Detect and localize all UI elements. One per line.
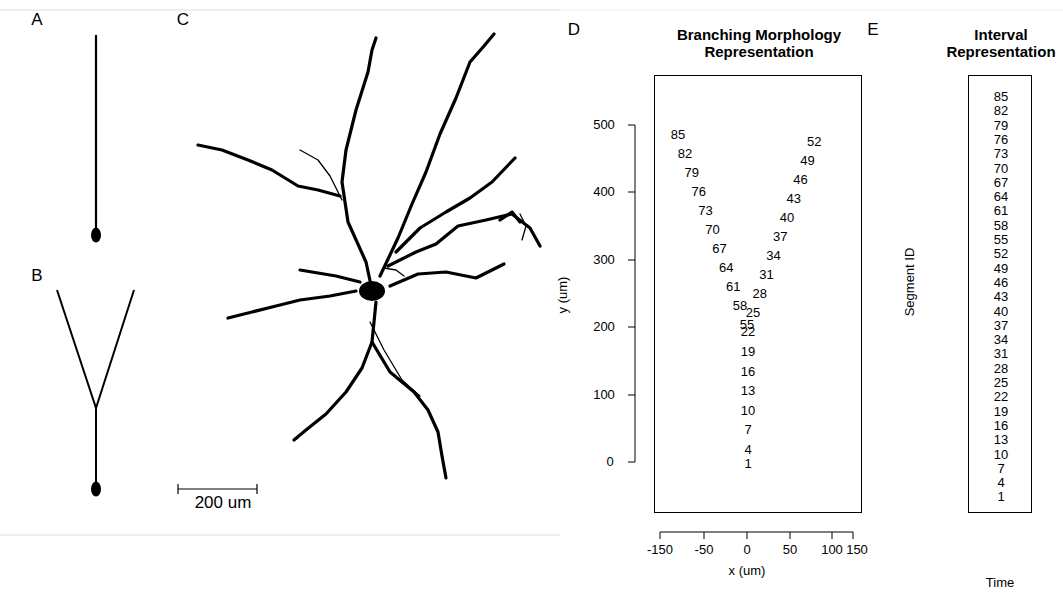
segment-id: 31 [994,347,1008,361]
panel-letter: E [867,21,878,40]
neuron-a [91,35,101,243]
segment-id: 58 [994,219,1008,233]
tick-label: 50 [783,543,797,557]
segment-id: 70 [994,161,1008,175]
segment-id: 7 [997,462,1004,476]
segment-id: 40 [994,304,1008,318]
segment-id: 28 [994,362,1008,376]
tick-label: 150 [846,543,868,557]
segment-id: 40 [780,211,794,225]
segment-id: 46 [994,276,1008,290]
tick-label: 200 [593,320,615,334]
segment-id: 49 [800,154,814,168]
segment-id: 52 [994,247,1008,261]
segment-id: 46 [793,173,807,187]
segment-id: 37 [773,230,787,244]
segment-id: 67 [994,176,1008,190]
segment-id: 64 [719,261,733,275]
neuron-b [57,290,134,497]
segment-id: 13 [741,384,755,398]
tick-label: 0 [743,543,750,557]
segment-id: 34 [994,333,1008,347]
segment-id: 73 [994,147,1008,161]
segment-id: 16 [994,419,1008,433]
segment-id: 82 [678,147,692,161]
panel-rule [0,535,560,536]
segment-id: 28 [753,287,767,301]
segment-id: 82 [994,104,1008,118]
segment-id: 73 [698,204,712,218]
tick-label: 0 [606,455,613,469]
axis-title: Time [986,576,1014,590]
segment-id: 61 [726,280,740,294]
segment-id: 19 [741,345,755,359]
axis-title: Segment ID [903,248,917,317]
segment-id: 76 [994,133,1008,147]
tick-label: 300 [593,253,615,267]
scale-bar [177,484,178,494]
segment-id: 22 [994,390,1008,404]
segment-id: 4 [744,443,751,457]
segment-id: 10 [994,447,1008,461]
segment-id: 7 [744,423,751,437]
segment-id: 67 [712,242,726,256]
segment-id: 52 [807,135,821,149]
tick-label: -50 [695,543,714,557]
segment-id: 79 [994,118,1008,132]
panel-title: Branching Morphology Representation [659,27,859,60]
segment-id: 49 [994,261,1008,275]
plot-frame: Branching Morphology Representation14710… [654,75,862,513]
segment-id: 13 [994,433,1008,447]
segment-id: 55 [740,318,754,332]
segment-id: 79 [685,166,699,180]
tick-label: 400 [593,185,615,199]
segment-id: 43 [787,192,801,206]
panel-letter: D [568,21,580,40]
tick-label: 100 [821,543,843,557]
axis-title: y (um) [556,277,570,314]
scale-label: 200 um [195,494,252,513]
interval-frame: Interval Representation85827976737067646… [968,75,1032,513]
segment-id: 1 [744,457,751,471]
segment-id: 4 [997,476,1004,490]
segment-id: 58 [733,299,747,313]
tick-label: 100 [593,388,615,402]
tick-label: 500 [593,118,615,132]
segment-id: 85 [671,128,685,142]
segment-id: 37 [994,319,1008,333]
tick-label: -150 [647,543,673,557]
panel-letter: C [177,11,189,30]
segment-id: 76 [691,185,705,199]
segment-id: 19 [994,404,1008,418]
axis-title: x (um) [729,564,766,578]
segment-id: 34 [766,249,780,263]
segment-id: 55 [994,233,1008,247]
segment-id: 64 [994,190,1008,204]
segment-id: 61 [994,204,1008,218]
panel-letter: B [31,267,42,286]
segment-id: 31 [759,268,773,282]
segment-id: 85 [994,90,1008,104]
segment-id: 10 [741,404,755,418]
plot-axes [628,125,853,539]
scale-bar [178,488,257,489]
panel-letter: A [31,11,42,30]
scale-bar [256,484,257,494]
panel-rule [560,10,1063,11]
panel-rule [0,10,560,11]
segment-id: 25 [994,376,1008,390]
segment-id: 43 [994,290,1008,304]
segment-id: 16 [741,364,755,378]
segment-id: 1 [997,490,1004,504]
panel-title: Interval Representation [946,27,1056,60]
segment-id: 70 [705,223,719,237]
neuron-c [198,34,540,478]
